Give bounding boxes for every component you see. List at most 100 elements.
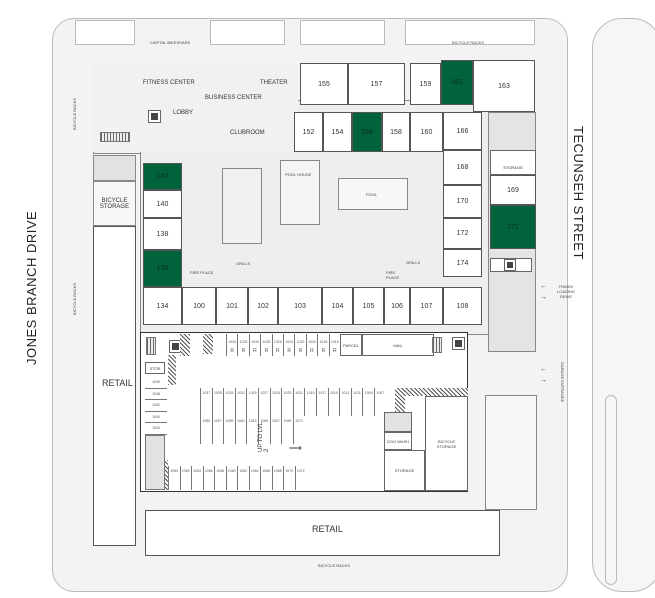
parking-space[interactable]: 1062: [237, 466, 249, 490]
unit-172[interactable]: 172: [443, 218, 482, 249]
unit-169[interactable]: 169: [490, 175, 536, 205]
stairs-icon: [432, 337, 442, 353]
hatched-area: [203, 334, 213, 354]
unit-105[interactable]: 105: [353, 287, 384, 325]
parking-space[interactable]: 1069: [281, 416, 293, 444]
retail-west[interactable]: [93, 226, 136, 546]
unit-156[interactable]: 156: [352, 112, 382, 152]
parking-space[interactable]: 1063: [246, 416, 258, 444]
unit-157[interactable]: 157: [348, 63, 405, 105]
unit-170[interactable]: 170: [443, 185, 482, 218]
unit-102[interactable]: 102: [248, 287, 278, 325]
pool: [338, 178, 408, 210]
parking-space[interactable]: 1064: [248, 466, 260, 490]
parking-space[interactable]: 1058: [214, 466, 226, 490]
garage-storage: STORAGE: [384, 450, 425, 491]
east-building: [485, 395, 537, 510]
parking-space[interactable]: 1021: [292, 388, 305, 416]
elevator-icon: [504, 259, 516, 271]
parking-space[interactable]: 1057: [211, 416, 224, 444]
unit-171[interactable]: 171: [490, 205, 536, 249]
storage-block: [93, 155, 136, 181]
unit-160[interactable]: 160: [410, 112, 443, 152]
unit-155[interactable]: 155: [300, 63, 348, 105]
parking-space[interactable]: 1061: [234, 416, 247, 444]
parking-space[interactable]: 1027: [258, 388, 270, 416]
parking-space[interactable]: 1009: [362, 388, 374, 416]
parking-space[interactable]: 1068: [271, 466, 283, 490]
parking-space[interactable]: 1055: [200, 416, 212, 444]
unit-136[interactable]: 136: [143, 250, 182, 287]
parking-space[interactable]: 1023: [281, 388, 293, 416]
parking-space[interactable]: 1037: [200, 388, 212, 416]
parking-space[interactable]: 1042: [145, 400, 167, 412]
parking-space[interactable]: 1056: [202, 466, 214, 490]
unit-104[interactable]: 104: [322, 287, 353, 325]
parking-space[interactable]: 1019: [304, 388, 316, 416]
parking-space[interactable]: 1040: [145, 411, 167, 423]
retail-south[interactable]: [145, 510, 500, 556]
unit-154[interactable]: 154: [323, 112, 352, 152]
unit-161[interactable]: 161: [441, 60, 473, 105]
parking-space[interactable]: 1007: [374, 388, 386, 416]
parking-space[interactable]: 1035: [211, 388, 224, 416]
unit-174[interactable]: 174: [443, 249, 482, 277]
parking-space[interactable]: 1059: [223, 416, 235, 444]
unit-107[interactable]: 107: [410, 287, 443, 325]
parking-space[interactable]: 1033: [223, 388, 235, 416]
unit-152[interactable]: 152: [294, 112, 323, 152]
unit-159[interactable]: 159: [410, 63, 441, 105]
unit-163[interactable]: 163: [473, 60, 535, 112]
fire-place-label: FIRE PLACE: [386, 270, 400, 280]
parking-space[interactable]: 1031: [234, 388, 247, 416]
parking-space[interactable]: 1013: [339, 388, 351, 416]
parking-space[interactable]: 1072: [294, 466, 306, 490]
unit-142[interactable]: 142: [143, 163, 182, 190]
parking-space[interactable]: 1066: [260, 466, 272, 490]
retail-west-label: RETAIL: [102, 378, 133, 388]
unit-166[interactable]: 166: [443, 112, 482, 150]
parking-space[interactable]: 1054: [191, 466, 203, 490]
parking-space[interactable]: 1029: [246, 388, 258, 416]
parking-space[interactable]: 1039: [145, 377, 167, 389]
unit-106[interactable]: 106: [384, 287, 410, 325]
parking-space[interactable]: 1070: [283, 466, 295, 490]
parking-space[interactable]: 1025: [269, 388, 282, 416]
parking-space[interactable]: 1052: [179, 466, 191, 490]
parking-space[interactable]: 1060: [225, 466, 237, 490]
parking-space[interactable]: 1017: [316, 388, 328, 416]
unit-101[interactable]: 101: [216, 287, 248, 325]
parking-space-number: 1026: [273, 339, 282, 344]
parking-space-number: 1055: [202, 419, 211, 423]
parking-space-number: 1011: [353, 391, 361, 395]
unit-134[interactable]: 134: [143, 287, 182, 325]
parking-space[interactable]: 1065: [258, 416, 270, 444]
parking-space[interactable]: 1067: [269, 416, 282, 444]
dog-wash: DOG WASH: [384, 432, 412, 450]
unit-108[interactable]: 108: [443, 287, 482, 325]
parking-space[interactable]: 1071: [292, 416, 305, 444]
parking-space[interactable]: 1050: [168, 466, 180, 490]
theater-label: THEATER: [260, 80, 288, 86]
parking-space[interactable]: 1015: [327, 388, 340, 416]
unit-100[interactable]: 100: [182, 287, 216, 325]
parking-space[interactable]: 1011: [350, 388, 363, 416]
unit-158[interactable]: 158: [382, 112, 410, 152]
parking-space[interactable]: 1048: [145, 388, 167, 400]
unit-138[interactable]: 138: [143, 218, 182, 250]
bicycle-racks-top-label: BICYCLE RACKS: [452, 40, 485, 45]
unit-168[interactable]: 168: [443, 150, 482, 185]
unit-140[interactable]: 140: [143, 190, 182, 218]
parking-space[interactable]: 1044: [145, 423, 167, 435]
unit-103[interactable]: 103: [278, 287, 322, 325]
